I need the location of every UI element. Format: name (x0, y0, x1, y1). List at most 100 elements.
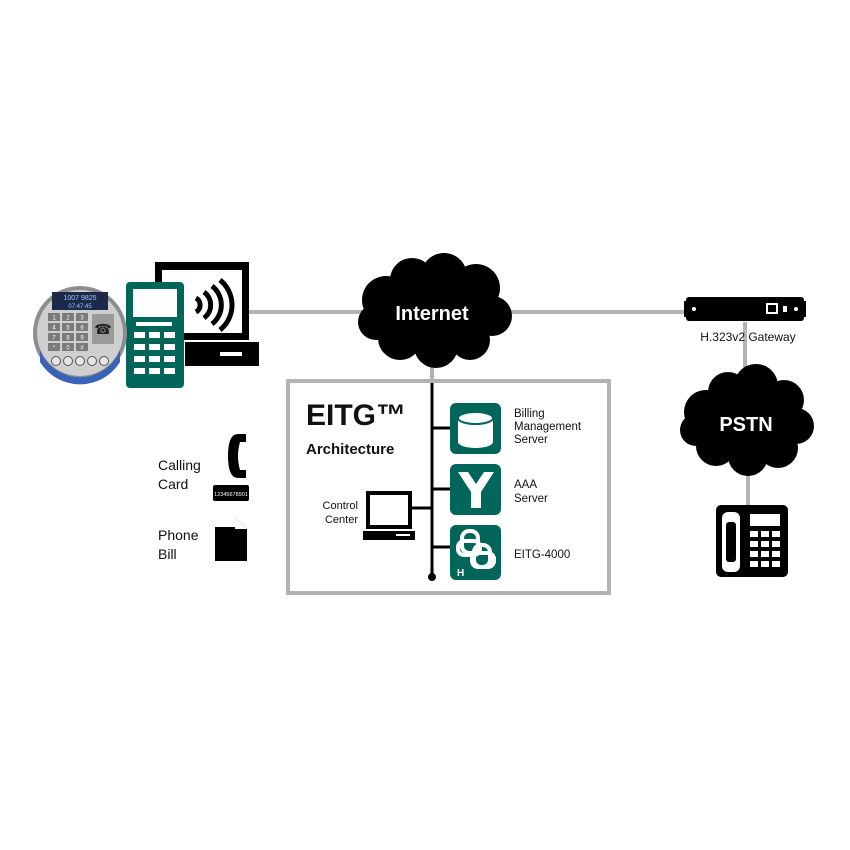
mobile-key (149, 344, 160, 350)
backbone-terminator (428, 573, 436, 581)
softphone-handset-icon: ☎ (94, 322, 111, 338)
gateway-port (766, 303, 778, 314)
gateway-screw-right (794, 307, 798, 311)
mobile-key (164, 356, 175, 362)
softphone-key (76, 313, 88, 321)
softphone-key (76, 323, 88, 331)
desk-key (761, 541, 769, 547)
desk-phone-display (750, 514, 780, 526)
softphone-key-label: 0 (66, 346, 70, 352)
mobile-key (134, 368, 145, 374)
mobile-key (149, 356, 160, 362)
desk-key (750, 561, 758, 567)
desk-key (750, 551, 758, 557)
fork-icon (458, 472, 494, 508)
control-center-label-2: Center (325, 514, 358, 526)
softphone-key-label: # (80, 346, 84, 352)
softphone-key (62, 333, 74, 341)
softphone-key (48, 333, 60, 341)
control-center-label-1: Control (323, 500, 358, 512)
document-icon (215, 517, 247, 561)
desk-key (772, 551, 780, 557)
desk-phone-keypad (750, 531, 780, 567)
softphone-round-button (51, 356, 61, 366)
mobile-key (134, 356, 145, 362)
internet-label: Internet (395, 303, 469, 325)
softphone-key-label: 4 (52, 326, 56, 332)
wireless-waves-icon (194, 278, 235, 332)
internet-cloud: Internet (358, 253, 512, 368)
calling-card-label-2: Card (158, 476, 188, 492)
softphone-key (62, 323, 74, 331)
softphone-round-button (63, 356, 73, 366)
phone-bill-label-2: Bill (158, 546, 177, 562)
gateway-led (783, 306, 787, 312)
softphone-key (76, 343, 88, 351)
softphone-key-label: 1 (52, 316, 56, 322)
calling-card-icon (213, 485, 249, 501)
desk-key (772, 531, 780, 537)
softphone-key (48, 343, 60, 351)
desk-key (761, 531, 769, 537)
aaa-server-label-2: Server (514, 493, 548, 505)
gateway-device: H.323v2 Gateway (684, 297, 806, 344)
desk-key (761, 551, 769, 557)
calling-card-group: Calling Card 12345678901 (158, 434, 249, 501)
softphone-round-button (87, 356, 97, 366)
softphone-round-button (75, 356, 85, 366)
eitg-architecture-box: EITG™ Architecture Control Center Billin… (286, 379, 611, 595)
billing-server-label-1: Billing (514, 408, 545, 420)
gateway-label: H.323v2 Gateway (700, 330, 795, 344)
softphone-key-label: 5 (66, 326, 70, 332)
mobile-phone-screen (133, 289, 177, 317)
phone-bill-label-1: Phone (158, 527, 199, 543)
softphone-key (48, 313, 60, 321)
mobile-key (164, 332, 175, 338)
pstn-cloud: PSTN (680, 364, 814, 476)
eitg-title: EITG™ (306, 399, 406, 432)
desk-phone (716, 505, 788, 577)
softphone-key (62, 343, 74, 351)
control-center-computer-icon (363, 491, 415, 540)
softphone-round-button (99, 356, 109, 366)
handset-icon (228, 434, 246, 478)
softphone-key-label: 2 (66, 316, 70, 322)
gateway-screw (692, 307, 696, 311)
phone-bill-group: Phone Bill (158, 517, 247, 562)
softphone-key-label: * (53, 346, 56, 352)
softphone-key-label: 6 (80, 326, 84, 332)
softphone-key-label: 8 (66, 336, 70, 342)
calling-card-label-1: Calling (158, 457, 201, 473)
calling-card-number: 12345678901 (214, 492, 248, 498)
knot-logo-icon (456, 529, 496, 569)
softphone-key (62, 313, 74, 321)
softphone-buttons (51, 356, 109, 366)
eitg-subtitle: Architecture (306, 441, 394, 458)
mobile-phone-keypad (134, 332, 175, 374)
softphone-key-label: 7 (52, 336, 56, 342)
mobile-key (149, 368, 160, 374)
mobile-key (149, 332, 160, 338)
mobile-key (164, 368, 175, 374)
mobile-phone (126, 282, 184, 388)
softphone-keypad: 1 2 3 4 5 6 7 8 9 * 0 # (48, 313, 88, 352)
pstn-label: PSTN (719, 414, 772, 436)
billing-server-label-3: Server (514, 434, 548, 446)
aaa-server-label-1: AAA (514, 479, 537, 491)
softphone-key-label: 3 (80, 316, 84, 322)
desk-key (750, 541, 758, 547)
softphone-key-label: 9 (80, 336, 84, 342)
softphone-display-line1: 1007 9825 (63, 295, 96, 302)
desk-key (772, 541, 780, 547)
softphone-key (76, 333, 88, 341)
billing-server-label-2: Management (514, 421, 582, 433)
softphone-key (48, 323, 60, 331)
desk-key (772, 561, 780, 567)
database-icon (457, 411, 494, 448)
eitg-4000-label: EITG-4000 (514, 549, 570, 561)
desk-key (761, 561, 769, 567)
mobile-key (134, 344, 145, 350)
softphone-display (52, 292, 108, 310)
